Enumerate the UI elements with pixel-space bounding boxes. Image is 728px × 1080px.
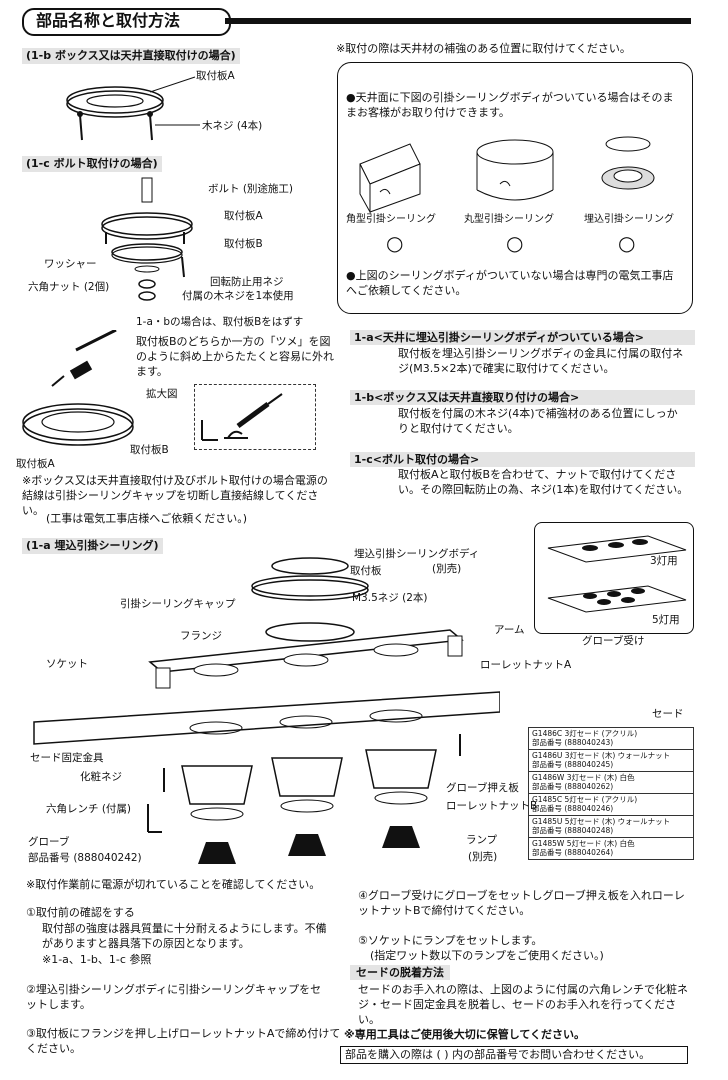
right-1c-heading: 1-c<ボルト取付の場合> [350,452,695,467]
fixture-exploded-diagram [33,557,500,864]
label-globe-holder: グローブ受け [582,635,645,647]
section-1c-heading: (1-c ボルト取付けの場合) [22,156,162,172]
right-1a-heading: 1-a<天井に埋込引掛シーリングボディがついている場合> [350,330,695,345]
label-anti-rotation: 回転防止用ネジ [210,276,284,288]
step2: ②埋込引掛シーリングボディに引掛シーリングキャップをセットします。 [26,983,322,1011]
right-1a-body: 取付板を埋込引掛シーリングボディの金具に付属の取付ネジ(M3.5×2本)で確実に… [398,347,684,375]
ceiling-mark-embedded: ○ [618,231,636,255]
bolt-plates-illustration [101,177,193,301]
zoom-box [194,384,316,450]
label-flange: フランジ [180,630,222,642]
table-row: G1486W 3灯セード (木) 白色部品番号 (888040262) [528,771,694,794]
label-plate-a-1b: 取付板A [196,70,235,82]
step4: ④グローブ受けにグローブをセットしグローブ押え板を入れローレットナットBで締付け… [358,889,685,917]
label-plate-a-1c: 取付板A [224,210,263,222]
label-lamp-sep: (別売) [468,851,498,863]
step1-title: ①取付前の確認をする [26,906,135,919]
ceiling-mark-square: ○ [386,231,404,255]
label-shade: セード [652,708,684,720]
title-rule [225,18,691,24]
ceiling-body-box [337,62,693,314]
plate-a-illustration [66,86,164,141]
box-note: ※ボックス又は天井直接取付け及びボルト取付けの場合電源の結線は引掛シーリングキャ… [22,474,328,517]
label-washer: ワッシャー [44,258,97,270]
step5-note: (指定ワット数以下のランプをご使用ください。) [370,949,604,962]
zoom-illustration [201,393,283,441]
variant-box [534,522,694,634]
label-bolt: ボルト (別途施工) [208,183,294,195]
label-mount-plate: 取付板 [350,565,382,577]
section-1a-heading: (1-a 埋込引掛シーリング) [22,538,163,554]
label-roulette-b: ローレットナットB [446,800,538,812]
shade-body: セードのお手入れの際は、上図のように付属の六角レンチで化粧ネジ・セード固定金具を… [358,983,688,1026]
label-arm: アーム [494,624,525,636]
label-sold-separately: (別売) [432,563,462,575]
shade-title: セードの脱着方法 [350,965,450,980]
tool-note: ※専用工具はご使用後大切に保管してください。 [344,1028,586,1041]
ceiling-body-intro: ●天井面に下図の引掛シーリングボディがついている場合はそのままお客様がお取り付け… [346,91,674,119]
label-globe-part: 部品番号 (888040242) [28,852,142,864]
label-cap: 引掛シーリングキャップ [120,598,236,610]
right-1c-body: 取付板Aと取付板Bを合わせて、ナットで取付けてください。その際回転防止の為、ネジ… [398,468,689,496]
table-row: G1485C 5灯セード (アクリル)部品番号 (888040246) [528,793,694,816]
plate-b-removal-lead: 1-a・bの場合は、取付板Bをはずす [136,316,304,328]
table-row: G1486U 3灯セード (木) ウォールナット部品番号 (888040245) [528,749,694,772]
step5: ⑤ソケットにランプをセットします。 [358,934,543,947]
power-note: ※取付作業前に電源が切れていることを確認してください。 [26,878,321,891]
box-note-line2: (工事は電気工事店様へご依頼ください。) [46,512,248,525]
embedded-ceiling-body-icon [601,136,655,190]
label-anti-rotation-note: 付属の木ネジを1本使用 [182,290,294,302]
parts-table: G1486C 3灯セード (アクリル)部品番号 (888040243) G148… [528,727,694,860]
plate-removal-illustration [22,330,134,446]
label-roulette-a: ローレットナットA [480,659,572,671]
label-shade-bracket: セード固定金具 [30,752,104,764]
step1-body: 取付部の強度は器具質量に十分耐えるようにします。不備がありますと器具落下の原因と… [42,922,327,950]
right-1b-body: 取付板を付属の木ネジ(4本)で補強材のある位置にしっかりと取付けてください。 [398,407,678,435]
ceiling-mark-round: ○ [506,231,524,255]
table-row: G1485U 5灯セード (木) ウォールナット部品番号 (888040248) [528,815,694,838]
label-deco-screw: 化粧ネジ [80,771,122,783]
variant-illustrations [547,535,687,613]
step1-ref: ※1-a、1-b、1-c 参照 [42,953,152,966]
round-ceiling-body-icon [476,139,554,201]
step3: ③取付板にフランジを押し上げローレットナットAで締め付けてください。 [26,1027,341,1055]
leader-lines-1b [150,76,200,126]
right-1b-heading: 1-b<ボックス又は天井直接取り付けの場合> [350,390,695,405]
label-three-light: 3灯用 [650,555,678,567]
label-globe: グローブ [28,836,70,848]
page-title: 部品名称と取付方法 [36,11,181,30]
ceiling-body-outro: ●上図のシーリングボディがついていない場合は専門の電気工事店へご依頼してください… [346,269,674,297]
label-five-light: 5灯用 [652,614,680,626]
label-plate-b-removal: 取付板B [130,444,169,456]
label-plate-b-1c: 取付板B [224,238,263,250]
label-plate-a-removal: 取付板A [16,458,55,470]
label-hex-wrench: 六角レンチ (付属) [46,803,132,815]
ceiling-type-round: 丸型引掛シーリング [464,214,554,225]
label-ceiling-body: 埋込引掛シーリングボディ [354,548,480,560]
label-globe-press: グローブ押え板 [446,782,519,794]
ceiling-type-embedded: 埋込引掛シーリング [584,214,674,225]
label-socket: ソケット [46,658,88,670]
label-wood-screw: 木ネジ (4本) [202,120,263,132]
square-ceiling-body-icon [359,143,421,214]
label-m35-screw: M3.5ネジ (2本) [352,592,428,604]
label-hex-nut: 六角ナット (2個) [28,281,110,293]
title-box [22,8,231,36]
zoom-label: 拡大図 [146,388,178,400]
ceiling-type-square: 角型引掛シーリング [346,214,436,225]
top-note: ※取付の際は天井材の補強のある位置に取付けてください。 [336,42,631,55]
section-1b-heading: (1-b ボックス又は天井直接取付けの場合) [22,48,240,64]
table-row: G1485W 5灯セード (木) 白色部品番号 (888040264) [528,837,694,860]
purchase-note: 部品を購入の際は ( ) 内の部品番号でお問い合わせください。 [340,1046,688,1064]
label-lamp: ランプ [466,834,498,846]
plate-b-removal-desc: 取付板Bのどちらか一方の「ツメ」を図のように斜め上からたたくと容易に外れます。 [136,335,334,378]
ceiling-body-illustrations [359,136,655,214]
table-row: G1486C 3灯セード (アクリル)部品番号 (888040243) [528,727,694,750]
